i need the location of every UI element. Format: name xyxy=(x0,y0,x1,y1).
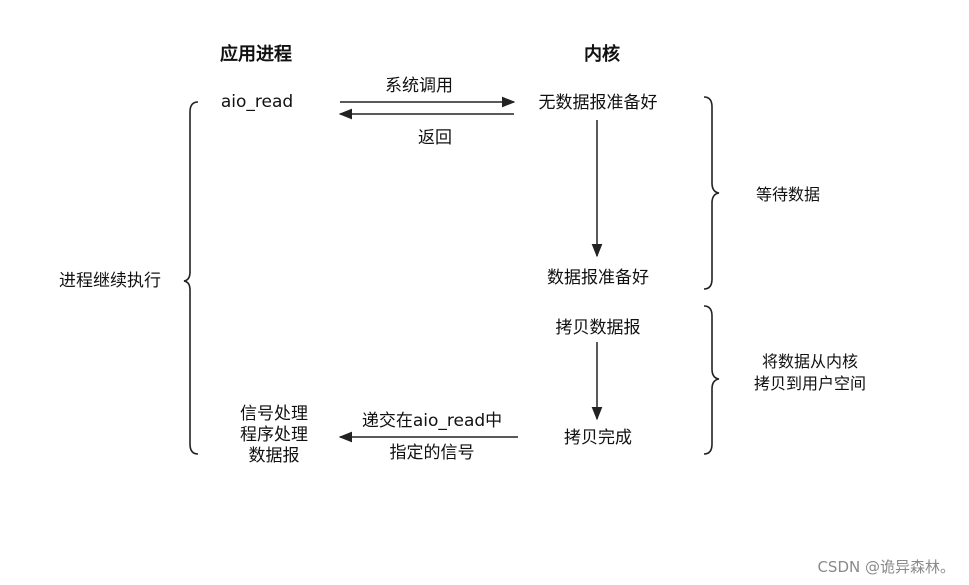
signal-handler-line-2: 程序处理 xyxy=(240,425,308,445)
no-datagram-ready-label: 无数据报准备好 xyxy=(539,93,658,113)
deliver-signal-line-1: 递交在aio_read中 xyxy=(362,411,502,431)
wait-data-brace xyxy=(703,96,720,290)
header-app-process: 应用进程 xyxy=(220,43,292,65)
datagram-ready-label: 数据报准备好 xyxy=(547,268,649,288)
watermark: CSDN @诡异森林。 xyxy=(817,558,955,576)
left-brace xyxy=(183,101,199,455)
signal-handler-line-3: 数据报 xyxy=(249,446,300,466)
copy-datagram-label: 拷贝数据报 xyxy=(556,318,641,338)
process-continues-label: 进程继续执行 xyxy=(59,271,161,291)
copy-data-brace xyxy=(703,305,720,455)
copy-complete-label: 拷贝完成 xyxy=(564,428,632,448)
return-label: 返回 xyxy=(418,128,452,148)
copy-phase-line-1: 将数据从内核 xyxy=(762,352,858,371)
copy-phase-line-2: 拷贝到用户空间 xyxy=(754,374,866,393)
aio-read-call: aio_read xyxy=(221,92,293,112)
wait-data-phase-label: 等待数据 xyxy=(756,185,820,204)
deliver-signal-line-2: 指定的信号 xyxy=(390,443,475,463)
signal-handler-line-1: 信号处理 xyxy=(240,404,308,424)
syscall-label: 系统调用 xyxy=(385,76,453,96)
header-kernel: 内核 xyxy=(584,43,620,65)
